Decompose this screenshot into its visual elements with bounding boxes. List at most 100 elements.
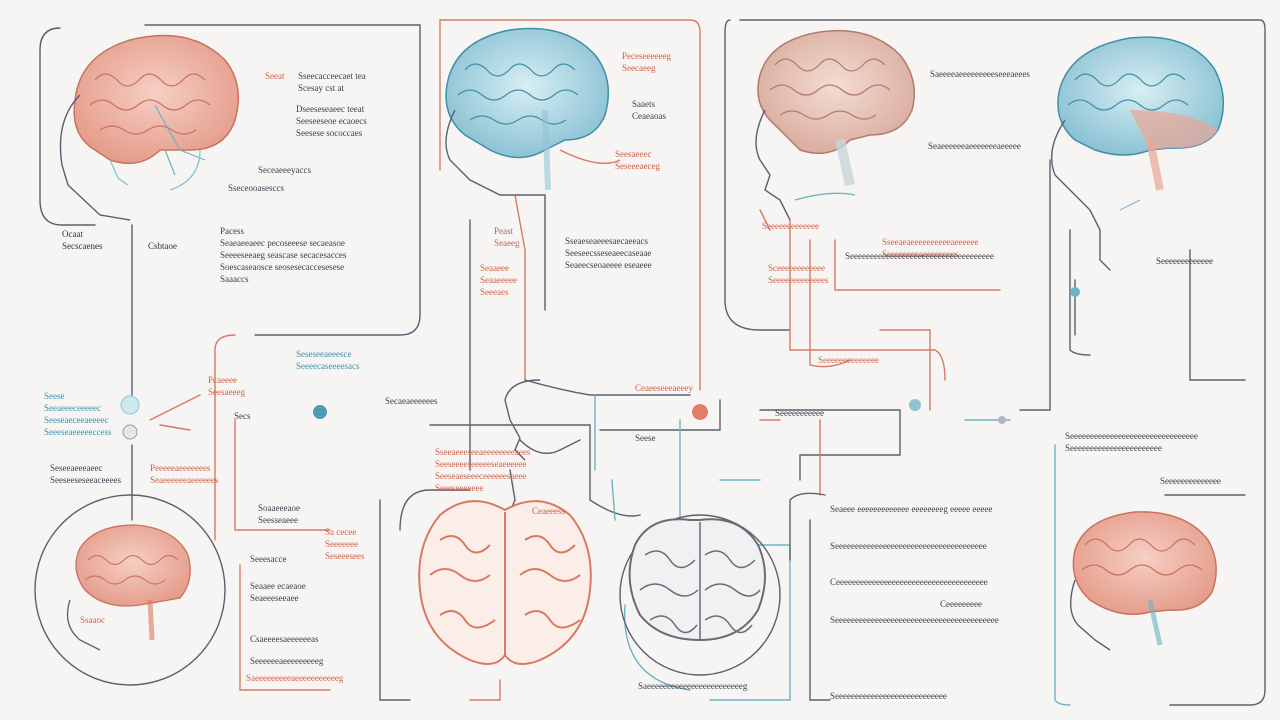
label-g4: Seeeeeeeeeeeeeeeeeeeeeeeeeeeeeeee Seeeee… [1065,431,1198,453]
label-c3: Secs [234,411,251,421]
connector-line [1054,444,1071,706]
label-e10: Saeeeeeeeeeeeeeeeeeeeeeeeeg [638,681,748,691]
head-profile [66,599,101,651]
connector-line [469,679,501,701]
label-f1: Saeeeeaeeeeeeeeeseeeaeees [930,69,1030,79]
connector-line [739,19,1266,706]
label-a6: Ocaat Secscaenes [62,229,103,251]
connector-line [879,329,931,411]
label-f2: Seaeeeeeeaeeeeeeeaeeeee [928,141,1021,151]
label-e5: Seaaee ecaeaoe Seaeeeseeaee [250,581,306,603]
node-dot [692,404,708,420]
connector-line [399,489,471,531]
head-profile [1051,119,1141,231]
node-dot [998,416,1006,424]
connector-line [439,19,701,391]
brain-illustration [34,494,226,686]
label-g2: Seeeeeeeeeeeee [762,221,819,231]
connector-line [234,419,331,531]
label-g7: Seeeeeeeeeee [775,408,824,418]
label-b1: Peceseeeeeeg Seecaeeg [622,51,671,73]
connector-line [1069,229,1091,356]
connector-line [214,334,236,541]
label-d1: Secaeaeeeeees [385,396,438,406]
head-profile [504,379,541,461]
label-f10: Seeeeeeeeeeeeeeeeeeeeeeeeeeee [830,691,947,701]
brain-top-view [418,500,592,665]
label-e4: Ssaaoc [80,615,105,625]
label-e7: Seeeeeeaeeeeeeeeeg [250,656,324,666]
label-f5: Seaeee eeeeeeeeeeeee eeeeeeeeg eeeee eee… [830,504,993,514]
label-a2: Sseecacceecaet tea Scesay cst at [298,71,366,93]
label-g1: Sceeeeeeeeeeee Seeeeeeeeeeeees [768,263,829,285]
brain-illustration [757,29,915,187]
head-profile [445,109,621,196]
brain-illustration [445,27,610,191]
connector-line [159,424,191,431]
label-a8: Pacess Seaeaeeaeec pecoseeese secaeasoe … [220,226,347,284]
label-f7: Ceeeeeeeeeeeeeeeeeeeeeeeeeeeeeeeeeeeeee [830,577,988,587]
label-e2: Sa cecee Seeeeeee Seseeesees [325,527,365,561]
label-f3: Sseeaeaeeeeeeeeeeaeeeeee Seeeeeeeeaeeeee… [882,237,979,259]
label-a5: Sseceooasesccs [228,183,284,193]
connector-line [39,27,96,226]
connector-line [789,492,826,561]
label-c2: Seese Seeaeeeceeeeec Seeseaeceeaeeeec Se… [44,391,112,437]
label-a1: Seeat [265,71,285,81]
label-f9: Ceeeeeeeee [940,599,982,609]
label-e8: Saeeeeeeeeeaeeeeeeeeeeeg [246,673,344,683]
node-dot [1070,287,1080,297]
label-g3: Seeeeeeeeeeeee [1156,256,1213,266]
label-b6: Sseaeseaeeesaecaeeacs Seeseecsseseaeecas… [565,236,652,270]
brain-illustration [1057,36,1224,191]
label-c4: Seseeaeeeaeec Seeseeseseeaceeees [50,463,121,485]
label-d4: Ceaeeseeeaeeey [635,383,693,393]
label-e9: Ceaeeess [532,506,565,516]
node-dot [313,405,327,419]
label-g5: Seeeeeeeeeeeeee [1160,476,1221,486]
label-f4: Seeeeeeeeeeeeeeeeeeeeeeeeeeeeeeeeeeee [845,251,994,261]
head-profile [755,109,856,221]
label-e3: Seeesacce [250,554,287,564]
connector-line [809,239,851,368]
label-a4: Seceaeeeyaccs [258,165,311,175]
connector-line [144,24,421,336]
connector-line [809,519,831,701]
connector-line [759,409,901,481]
connector-line [599,399,721,431]
label-c1: Seseseeaeeesce Seeeecaseeeesacs [296,349,360,371]
label-e6: Csaeeeesaeeeeeeas [250,634,319,644]
label-d3: Sseeaeeeseeaeeeeeeeeaees Seeseeeeseeeees… [435,447,531,493]
label-g6: Seeeeeeeeeeeeee [818,355,879,365]
label-d2: Seese [635,433,656,443]
connector-line [514,194,526,381]
node-dot [120,395,140,415]
label-f6: Seeeeeeeeeeeeeeeeeeeeeeeeeeeeeeeeeeeeee [830,541,987,551]
connector-line [1019,159,1051,411]
connector-line [1099,229,1111,271]
label-c6: Pcaeeee Seesaeeeg [208,375,245,397]
label-a3: Dseeseseaeec teeat Seeseeseoe ecaoecs Se… [296,104,367,138]
connector-line [239,564,331,691]
brain-top-view [619,514,781,676]
node-dot [122,424,138,440]
connector-line [1189,249,1246,381]
label-a7: Csbtaoe [148,241,177,251]
connector-line [724,19,791,331]
connector-lines [39,19,1266,706]
node-dots [120,98,1080,440]
connector-line [524,379,691,396]
connector-line [149,394,201,421]
head-profile [59,94,201,221]
connector-line [834,239,1001,291]
brain-illustration [1072,511,1217,646]
node-dot [909,399,921,411]
connector-line [379,499,411,701]
label-b3: Seesaeeec Seseeeaeceg [615,149,660,171]
connector-line [611,479,616,521]
label-f8: Seeeeeeeeeeeeeeeeeeeeeeeeeeeeeeeeeeeeeee… [830,615,999,625]
connector-line [789,219,946,381]
label-c5: Peeeeeaeeeeeees Seaeeeeeeaeeeeees [150,463,219,485]
head-profile [1070,579,1111,651]
